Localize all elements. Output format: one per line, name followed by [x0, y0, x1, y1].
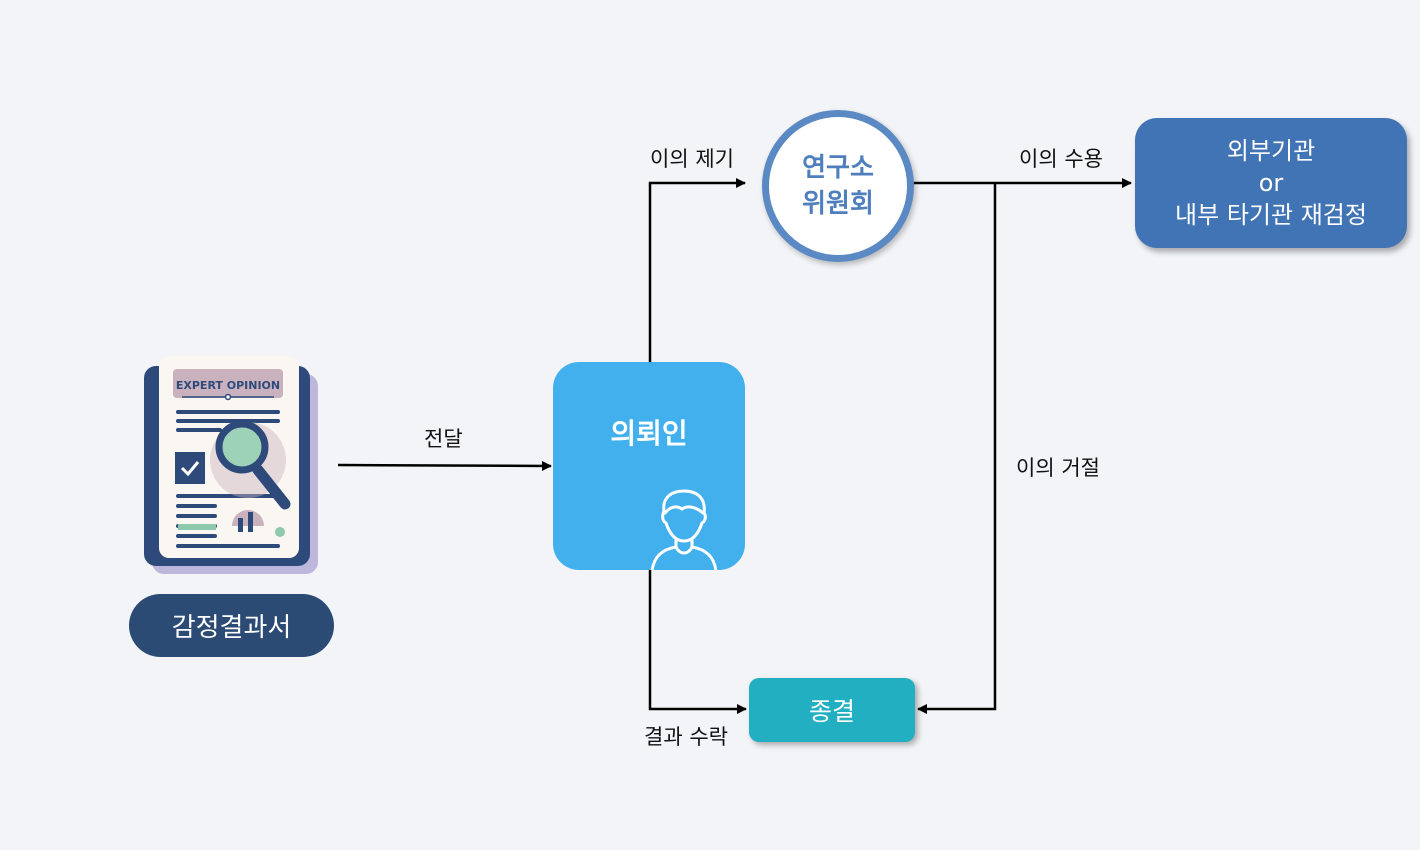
document-label: 감정결과서 — [171, 613, 292, 643]
person-icon — [650, 489, 718, 570]
review-label-line2: or — [1258, 169, 1284, 197]
committee-label-line2: 위원회 — [802, 189, 874, 219]
closure-label: 종결 — [808, 697, 855, 726]
edge-label-objection: 이의 제기 — [650, 147, 734, 171]
closure-node[interactable]: 종결 — [749, 678, 915, 742]
document-badge-text: EXPERT OPINION — [176, 379, 280, 392]
edge-deliver — [337, 460, 552, 471]
document-label-pill[interactable]: 감정결과서 — [129, 594, 334, 657]
committee-label-line1: 연구소 — [802, 153, 874, 183]
client-node[interactable]: 의뢰인 — [553, 362, 745, 570]
review-label-line3: 내부 타기관 재검정 — [1175, 201, 1367, 229]
edge-label-accept-objection: 이의 수용 — [1019, 147, 1103, 171]
edge-label-deliver: 전달 — [424, 427, 463, 451]
edge-label-reject-objection: 이의 거절 — [1016, 456, 1100, 480]
edge-accept-result — [648, 570, 747, 714]
re-examination-node[interactable]: 외부기관 or 내부 타기관 재검정 — [1135, 118, 1407, 248]
edge-label-accept-result: 결과 수락 — [644, 725, 728, 749]
edge-reject-objection — [917, 183, 997, 714]
committee-node[interactable]: 연구소 위원회 — [762, 110, 914, 262]
edge-objection — [648, 178, 746, 362]
client-label: 의뢰인 — [610, 417, 688, 450]
expert-opinion-document-icon: EXPERT OPINION — [140, 352, 320, 577]
review-label-line1: 외부기관 — [1226, 137, 1316, 165]
